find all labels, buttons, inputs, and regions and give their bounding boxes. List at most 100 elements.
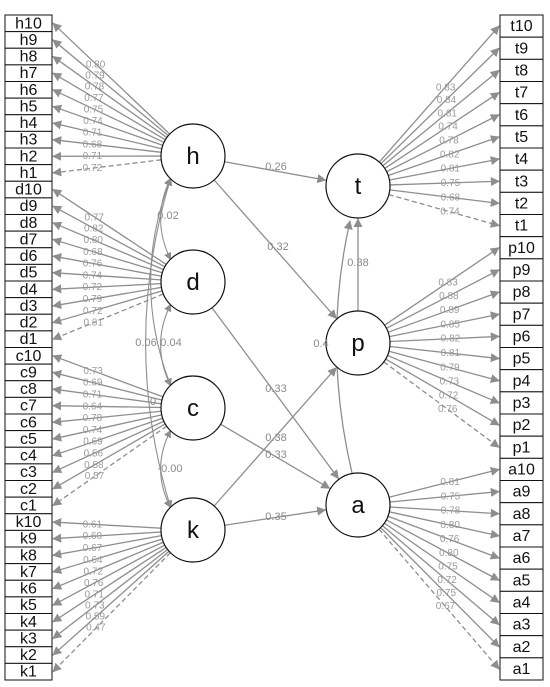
latent-label-p: p: [351, 330, 364, 357]
path-value-d-a: 0.33: [265, 383, 286, 395]
loading-value-p7: 0.85: [440, 319, 460, 330]
indicator-label-h7: h7: [20, 65, 38, 82]
loading-value-d3: 0.79: [83, 294, 103, 305]
indicator-label-p2: p2: [513, 417, 531, 434]
loading-edge-k-k2: [52, 550, 170, 656]
indicator-label-p10: p10: [508, 240, 535, 257]
loading-edge-d-d9: [52, 205, 166, 268]
indicator-label-h3: h3: [20, 132, 38, 149]
indicator-label-d9: d9: [20, 198, 38, 215]
path-value-h-t: 0.26: [265, 161, 286, 173]
path-edge-h-p: [213, 179, 337, 319]
loading-value-d1: 0.81: [83, 317, 103, 328]
loading-value-a7: 0.80: [440, 520, 460, 531]
loading-edge-a-a4: [384, 522, 500, 603]
covariance-value-h-d: 0.02: [157, 210, 178, 222]
indicator-label-p7: p7: [513, 306, 531, 323]
loading-edge-d-d4: [52, 283, 162, 294]
loading-value-d2: 0.72: [83, 306, 103, 317]
loading-edge-c-c2: [52, 423, 166, 490]
coefficient-labels-layer: 0.800.790.780.770.750.740.710.680.710.72…: [83, 59, 461, 633]
loading-edge-p-p6: [389, 332, 500, 343]
loading-edge-t-t2: [389, 189, 500, 207]
loading-edge-h-h5: [52, 104, 164, 147]
covariance-value-h-c: 0.06: [135, 337, 156, 349]
path-edge-d-a: [211, 307, 339, 480]
indicator-label-h8: h8: [20, 49, 38, 66]
loading-edge-d-d8: [52, 221, 164, 271]
path-value-a-t: 0.4: [313, 338, 328, 350]
loading-value-c4: 0.69: [83, 437, 103, 448]
indicator-label-c2: c2: [20, 481, 37, 498]
loading-edge-d-d6: [52, 253, 162, 277]
loading-edge-a-a8: [389, 506, 500, 518]
loading-value-p1: 0.76: [438, 404, 458, 415]
loading-value-p9: 0.88: [439, 291, 459, 302]
indicator-label-d7: d7: [20, 231, 38, 248]
indicator-label-t2: t2: [515, 195, 528, 212]
loading-value-k3: 0.73: [85, 601, 105, 612]
indicator-label-p9: p9: [513, 262, 531, 279]
loading-edge-k-k5: [52, 544, 166, 606]
loading-edge-p-p5: [389, 345, 500, 363]
indicator-label-a10: a10: [508, 461, 535, 478]
loading-edge-k-k4: [52, 546, 167, 623]
indicator-label-d1: d1: [20, 331, 38, 348]
latent-label-k: k: [187, 517, 200, 544]
loading-edge-p-p2: [385, 358, 500, 426]
indicator-label-p8: p8: [513, 284, 531, 301]
loading-edge-a-a7: [389, 511, 500, 539]
latent-circle-p: [325, 310, 391, 376]
indicator-label-h4: h4: [20, 115, 38, 132]
loading-edge-h-h6: [52, 89, 165, 143]
path-edge-k-p: [213, 367, 337, 507]
indicator-label-p3: p3: [513, 395, 531, 412]
indicator-label-d5: d5: [20, 265, 38, 282]
loading-value-h9: 0.79: [85, 70, 105, 81]
loading-edge-a-a3: [382, 525, 500, 626]
loading-edge-c-c9: [52, 370, 163, 401]
loading-value-c8: 0.71: [83, 389, 103, 400]
loading-value-k7: 0.64: [83, 555, 103, 566]
loading-value-k2: 0.59: [86, 612, 106, 623]
loading-value-k1: 0.47: [86, 623, 106, 634]
path-value-c-a: 0.33: [265, 449, 286, 461]
loading-edge-t-t3: [389, 176, 500, 187]
loading-value-a6: 0.76: [440, 534, 460, 545]
loading-value-c1: 0.57: [85, 471, 105, 482]
loading-edge-c-c4: [52, 417, 163, 458]
loading-edge-t-t6: [386, 114, 500, 173]
loading-edge-a-a5: [385, 519, 500, 581]
loading-value-c3: 0.56: [84, 448, 104, 459]
indicator-label-k9: k9: [20, 531, 37, 548]
loading-value-k8: 0.67: [83, 543, 103, 554]
loading-value-h8: 0.78: [85, 82, 105, 93]
loading-edge-c-c7: [52, 401, 162, 411]
loading-value-a2: 0.75: [437, 588, 457, 599]
path-value-p-t: 0.38: [347, 257, 368, 269]
indicator-label-c10: c10: [16, 348, 42, 365]
loading-value-t2: 0.68: [441, 192, 461, 203]
loading-edge-d-d3: [52, 286, 162, 310]
indicator-label-h9: h9: [20, 32, 38, 49]
loading-value-d4: 0.72: [83, 282, 103, 293]
latent-circle-k: [160, 497, 226, 563]
indicator-label-h10: h10: [15, 15, 42, 32]
loading-edge-a-a9: [389, 487, 500, 503]
loading-edge-h-h8: [52, 56, 168, 139]
loading-edge-p-p10: [384, 247, 500, 326]
loading-value-t5: 0.82: [440, 149, 460, 160]
loading-value-h4: 0.71: [83, 128, 103, 139]
loading-value-d5: 0.74: [83, 270, 103, 281]
loading-edge-k-k3: [52, 548, 169, 639]
loading-edge-h-h1: [52, 159, 162, 177]
latent-circle-d: [160, 249, 226, 315]
loading-value-p6: 0.82: [441, 334, 461, 345]
loading-value-h2: 0.71: [83, 151, 103, 162]
indicator-label-a4: a4: [513, 594, 531, 611]
loading-value-h5: 0.74: [83, 116, 103, 127]
loading-value-c10: 0.73: [83, 366, 103, 377]
loading-value-h7: 0.77: [84, 93, 104, 104]
indicator-label-c9: c9: [20, 364, 37, 381]
indicator-label-c8: c8: [20, 381, 37, 398]
